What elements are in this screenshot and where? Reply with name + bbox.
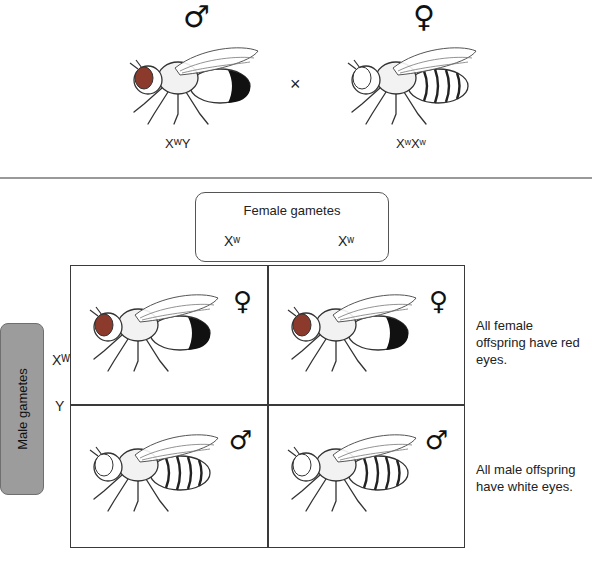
parent-female-fly bbox=[348, 48, 476, 124]
box-text: Female gametes bbox=[196, 203, 388, 218]
genotype-label: XᵂY bbox=[165, 136, 190, 151]
note-text: All male offspring have white eyes. bbox=[476, 462, 586, 496]
sex-symbol: ♀ bbox=[413, 2, 435, 32]
sex-symbol: ♂ bbox=[183, 2, 210, 32]
punnett-cell: ♂ bbox=[267, 404, 465, 548]
box-text: Xʷ bbox=[338, 233, 354, 249]
box-text: Male gametes bbox=[15, 368, 30, 450]
allele-label: Xᵂ bbox=[52, 352, 70, 368]
box-text: Xʷ bbox=[224, 233, 240, 249]
offspring-male-fly bbox=[90, 435, 218, 511]
note-text: All female offspring have red eyes. bbox=[476, 318, 586, 369]
box-text: ♀ bbox=[233, 286, 252, 316]
punnett-cell: ♀ bbox=[267, 265, 465, 406]
gamete-box: Male gametes bbox=[0, 323, 44, 495]
cross-sign: × bbox=[290, 74, 301, 95]
box-text: ♂ bbox=[229, 425, 252, 455]
punnett-cell: ♀ bbox=[70, 265, 269, 406]
parent-male-fly bbox=[130, 48, 258, 124]
punnett-cell: ♂ bbox=[70, 404, 269, 548]
offspring-female-fly bbox=[288, 295, 416, 371]
offspring-female-fly bbox=[90, 295, 218, 371]
genotype-label: XʷXʷ bbox=[396, 136, 426, 151]
box-text: ♀ bbox=[429, 286, 448, 316]
divider-line bbox=[0, 177, 592, 179]
box-text: ♂ bbox=[425, 425, 448, 455]
offspring-male-fly bbox=[288, 435, 416, 511]
gamete-box: Female gametesXʷ Xʷ bbox=[195, 192, 389, 262]
allele-label: Y bbox=[55, 398, 64, 414]
